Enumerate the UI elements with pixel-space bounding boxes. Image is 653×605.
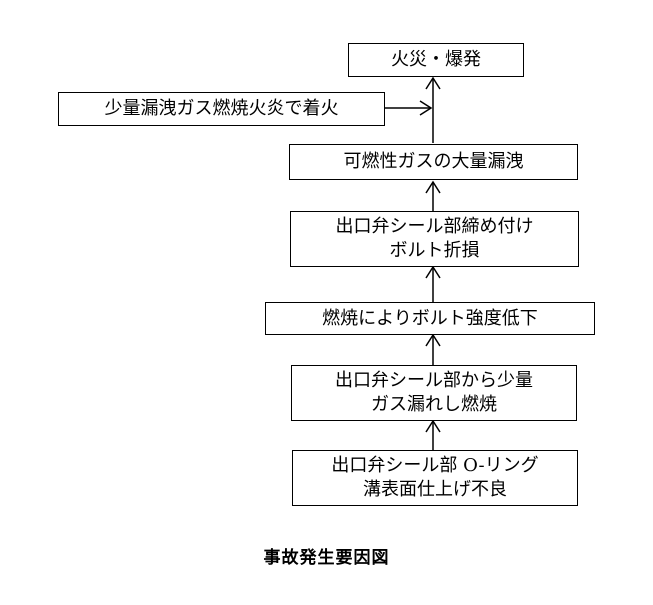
fire-explosion-label: 火災・爆発 xyxy=(391,49,481,70)
ignition-label: 少量漏洩ガス燃焼火炎で着火 xyxy=(104,98,339,119)
gas-leak-label: 可燃性ガスの大量漏洩 xyxy=(343,151,524,172)
figure-caption: 事故発生要因図 xyxy=(263,548,390,568)
bolt-break-label-line2: ボルト折損 xyxy=(389,240,480,261)
fire-explosion-box: 火災・爆発 xyxy=(348,43,524,77)
bolt-strength-box: 燃焼によりボルト強度低下 xyxy=(265,302,595,335)
bolt-break-label-line1: 出口弁シール部締め付け xyxy=(335,216,534,237)
small-leak-box: 出口弁シール部から少量 ガス漏れし燃焼 xyxy=(291,365,577,421)
ignition-box: 少量漏洩ガス燃焼火炎で着火 xyxy=(58,92,385,126)
small-leak-label-line1: 出口弁シール部から少量 xyxy=(335,370,533,391)
bolt-break-box: 出口弁シール部締め付け ボルト折損 xyxy=(290,211,579,267)
gas-leak-box: 可燃性ガスの大量漏洩 xyxy=(289,144,578,180)
root-cause-box: 出口弁シール部 O-リング 溝表面仕上げ不良 xyxy=(292,450,578,506)
root-cause-label-line2: 溝表面仕上げ不良 xyxy=(363,479,507,500)
root-cause-label-line1: 出口弁シール部 O-リング xyxy=(331,455,539,476)
small-leak-label-line2: ガス漏れし燃焼 xyxy=(371,394,497,415)
bolt-strength-label: 燃焼によりボルト強度低下 xyxy=(322,307,538,329)
